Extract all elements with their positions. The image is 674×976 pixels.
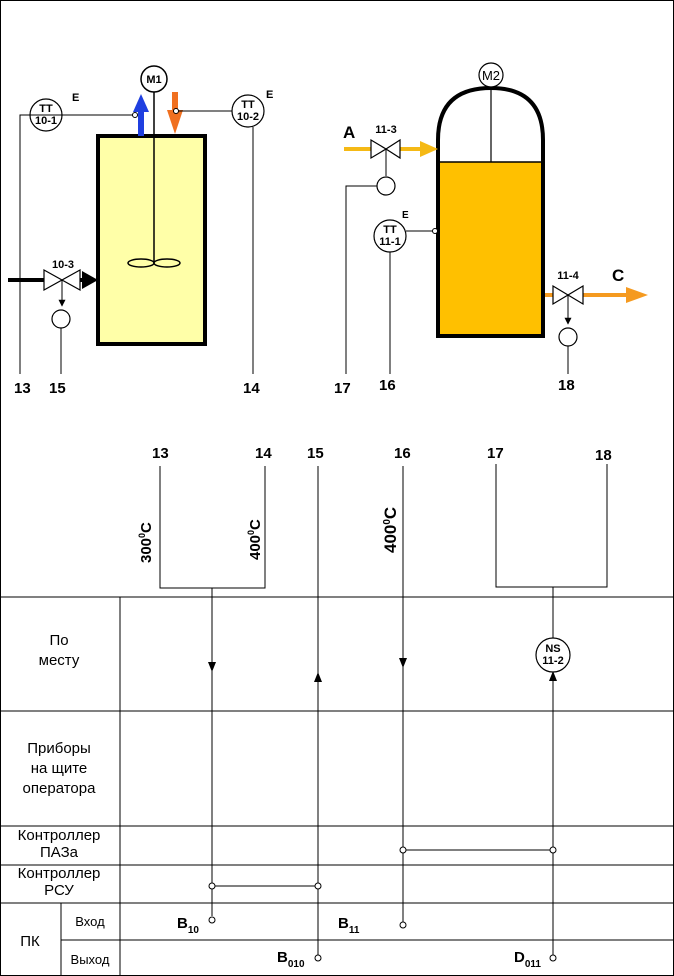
setpoint-16: 4000C xyxy=(381,507,400,553)
setpoint-14: 4000C xyxy=(246,519,264,560)
valve-11-4-label: 11-4 xyxy=(557,270,579,282)
control-table-grid xyxy=(0,596,674,976)
row-paz-controller: Контроллер ПАЗа xyxy=(18,827,101,861)
valve-11-3[interactable]: 11-3 xyxy=(370,124,401,196)
valve-10-3-label: 10-3 xyxy=(52,259,74,271)
row-local: По месту xyxy=(39,632,80,669)
signal-b11: B11 xyxy=(338,915,360,936)
stream-a-arrow xyxy=(420,141,438,157)
svg-text:15: 15 xyxy=(49,380,66,397)
motor-m2[interactable]: M2 xyxy=(478,62,504,88)
row-pk: ПК xyxy=(20,933,40,950)
svg-text:E: E xyxy=(72,92,79,104)
instrument-tt-10-1[interactable]: TT 10-1 E xyxy=(29,92,79,132)
vessel-1: M1 10-3 TT 10-1 E xyxy=(8,65,273,374)
valve-11-3-actuator xyxy=(376,176,396,196)
svg-text:14: 14 xyxy=(255,445,272,462)
signal-b10: B10 xyxy=(177,915,199,936)
svg-text:10-1: 10-1 xyxy=(35,115,57,127)
stream-c-label: C xyxy=(612,266,624,285)
svg-text:11-1: 11-1 xyxy=(379,236,400,248)
svg-text:13: 13 xyxy=(14,380,31,397)
svg-text:NS: NS xyxy=(545,643,560,655)
setpoint-13: 3000C xyxy=(137,522,155,563)
instrument-tt-11-1[interactable]: TT 11-1 E xyxy=(373,210,409,253)
inlet-arrow-orange xyxy=(167,92,183,134)
signal-17-18 xyxy=(495,464,608,588)
svg-text:TT: TT xyxy=(39,103,53,115)
agitator-blade-right xyxy=(153,258,181,268)
svg-text:на щите: на щите xyxy=(31,760,88,777)
valve-11-4[interactable]: 11-4 xyxy=(552,270,584,347)
svg-text:4000C: 4000C xyxy=(381,507,400,553)
stream-a-label: A xyxy=(343,123,355,142)
svg-text:РСУ: РСУ xyxy=(44,882,74,899)
motor-m2-label: M2 xyxy=(482,68,500,83)
svg-text:По: По xyxy=(49,632,68,649)
svg-text:ПАЗа: ПАЗа xyxy=(40,844,79,861)
svg-text:Контроллер: Контроллер xyxy=(18,865,101,882)
instrument-ns-11-2[interactable]: NS 11-2 xyxy=(535,637,571,673)
vessel-2: M2 A 11-3 TT 11-1 E C xyxy=(343,62,648,374)
svg-text:17: 17 xyxy=(487,445,504,462)
instrument-tt-10-2[interactable]: TT 10-2 E xyxy=(231,89,273,128)
stream-c-arrow xyxy=(626,287,648,303)
motor-m1[interactable]: M1 xyxy=(140,65,168,93)
row-operator-panel: Приборы на щите оператора xyxy=(23,740,97,797)
vessel-1-body xyxy=(96,134,207,346)
svg-text:4000C: 4000C xyxy=(246,519,264,560)
signal-b010: B010 xyxy=(277,949,305,970)
svg-text:E: E xyxy=(266,89,273,101)
svg-text:14: 14 xyxy=(243,380,260,397)
row-output: Выход xyxy=(71,952,110,967)
signal-d011: D011 xyxy=(514,949,541,970)
svg-text:16: 16 xyxy=(394,445,411,462)
valve-10-3[interactable]: 10-3 xyxy=(43,259,81,329)
svg-text:месту: месту xyxy=(39,652,80,669)
inlet-pipe-10-arrow xyxy=(82,271,98,289)
svg-text:15: 15 xyxy=(307,445,324,462)
svg-text:Приборы: Приборы xyxy=(27,740,91,757)
motor-m1-label: M1 xyxy=(146,74,161,86)
top-line-numbers: 13 15 14 17 16 18 xyxy=(14,377,575,397)
svg-text:16: 16 xyxy=(379,377,396,394)
agitator-blade-left xyxy=(127,258,155,268)
svg-text:13: 13 xyxy=(152,445,169,462)
svg-text:E: E xyxy=(402,210,409,221)
svg-text:TT: TT xyxy=(383,224,397,236)
svg-text:Контроллер: Контроллер xyxy=(18,827,101,844)
svg-text:17: 17 xyxy=(334,380,351,397)
row-rsu-controller: Контроллер РСУ xyxy=(18,865,101,899)
svg-text:TT: TT xyxy=(241,99,255,111)
valve-11-3-label: 11-3 xyxy=(375,124,396,136)
svg-text:18: 18 xyxy=(558,377,575,394)
svg-text:оператора: оператора xyxy=(23,780,97,797)
valve-10-3-actuator xyxy=(51,309,71,329)
vessel-2-liquid xyxy=(440,162,541,334)
row-input: Вход xyxy=(75,914,105,929)
svg-text:3000C: 3000C xyxy=(137,522,155,563)
svg-text:10-2: 10-2 xyxy=(237,111,259,123)
svg-text:18: 18 xyxy=(595,447,612,464)
outlet-arrow-blue xyxy=(133,94,149,136)
bottom-line-numbers: 13 14 15 16 17 18 xyxy=(152,445,612,464)
svg-text:11-2: 11-2 xyxy=(542,655,563,667)
valve-11-4-actuator xyxy=(558,327,578,347)
